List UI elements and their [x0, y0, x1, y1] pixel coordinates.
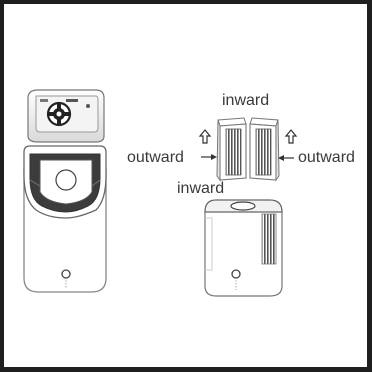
open-unit-body — [24, 146, 106, 292]
filter-left — [217, 118, 246, 180]
lid-fan-icon — [48, 103, 70, 125]
detached-lid — [28, 90, 104, 142]
up-arrow-left-icon — [200, 130, 210, 143]
label-outward-right: outward — [298, 150, 355, 166]
label-inward-bottom: inward — [177, 181, 224, 197]
up-arrow-right-icon — [286, 130, 296, 143]
outward-right-pointer — [278, 155, 294, 161]
outward-left-pointer — [201, 154, 217, 160]
filter-right — [250, 118, 279, 180]
label-outward-left: outward — [127, 150, 184, 166]
base-unit — [205, 200, 282, 296]
label-inward-top: inward — [222, 93, 269, 109]
